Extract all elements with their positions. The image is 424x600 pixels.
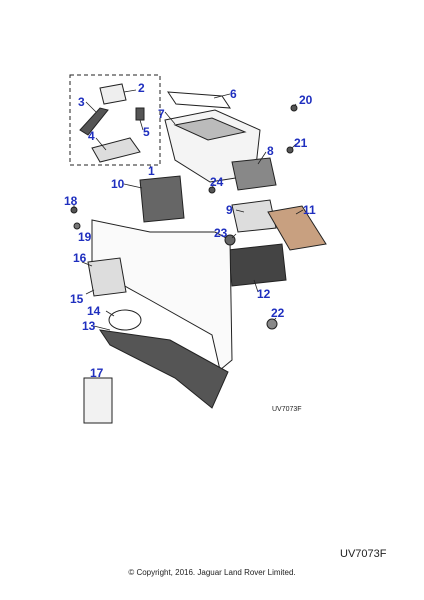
part-20-shape bbox=[290, 104, 298, 112]
sub-assembly-group-box bbox=[69, 74, 161, 166]
callout-7: 7 bbox=[158, 107, 165, 121]
callout-5: 5 bbox=[143, 125, 150, 139]
callout-8: 8 bbox=[267, 144, 274, 158]
callout-15: 15 bbox=[70, 292, 84, 306]
leader-lines bbox=[73, 89, 304, 331]
callout-13: 13 bbox=[82, 319, 96, 333]
part-21-shape bbox=[286, 146, 294, 154]
callout-14: 14 bbox=[87, 304, 101, 318]
part-16-shape bbox=[87, 257, 127, 297]
part-19-shape bbox=[73, 222, 81, 230]
part-5-shape bbox=[135, 107, 145, 121]
callout-2: 2 bbox=[138, 81, 145, 95]
part-7-opening bbox=[173, 117, 247, 141]
callout-16: 16 bbox=[73, 251, 87, 265]
part-4-shape bbox=[91, 137, 141, 163]
callout-12: 12 bbox=[257, 287, 271, 301]
copyright-notice: © Copyright, 2016. Jaguar Land Rover Lim… bbox=[128, 568, 296, 577]
callout-4: 4 bbox=[88, 129, 95, 143]
callout-6: 6 bbox=[230, 87, 237, 101]
part-11-shape bbox=[267, 205, 327, 251]
diagram-reference-label: UV7073F bbox=[272, 406, 302, 413]
part-3-shape bbox=[79, 107, 109, 136]
callout-18: 18 bbox=[64, 194, 78, 208]
footer-reference-code: UV7073F bbox=[340, 548, 387, 560]
callout-11: 11 bbox=[303, 203, 316, 217]
callout-24: 24 bbox=[210, 175, 224, 189]
callout-23: 23 bbox=[214, 226, 228, 240]
callout-22: 22 bbox=[271, 306, 285, 320]
part-22-shape bbox=[266, 318, 278, 330]
part-9-shape bbox=[231, 199, 277, 233]
callout-17: 17 bbox=[90, 366, 104, 380]
callout-21: 21 bbox=[294, 136, 308, 150]
part-8-shape bbox=[231, 157, 277, 191]
part-14-shape bbox=[108, 309, 142, 331]
part-17-shape bbox=[83, 377, 113, 424]
callout-10: 10 bbox=[111, 177, 125, 191]
callout-3: 3 bbox=[78, 95, 85, 109]
part-12-shape bbox=[227, 243, 287, 287]
part-6-shape bbox=[167, 91, 231, 109]
callout-19: 19 bbox=[78, 230, 92, 244]
part-10-shape bbox=[139, 175, 185, 223]
callout-9: 9 bbox=[226, 203, 233, 217]
callout-1: 1 bbox=[148, 164, 155, 178]
part-13-shape bbox=[98, 329, 229, 409]
part-24-shape bbox=[208, 186, 216, 194]
part-2-shape bbox=[99, 83, 127, 105]
callout-20: 20 bbox=[299, 93, 313, 107]
